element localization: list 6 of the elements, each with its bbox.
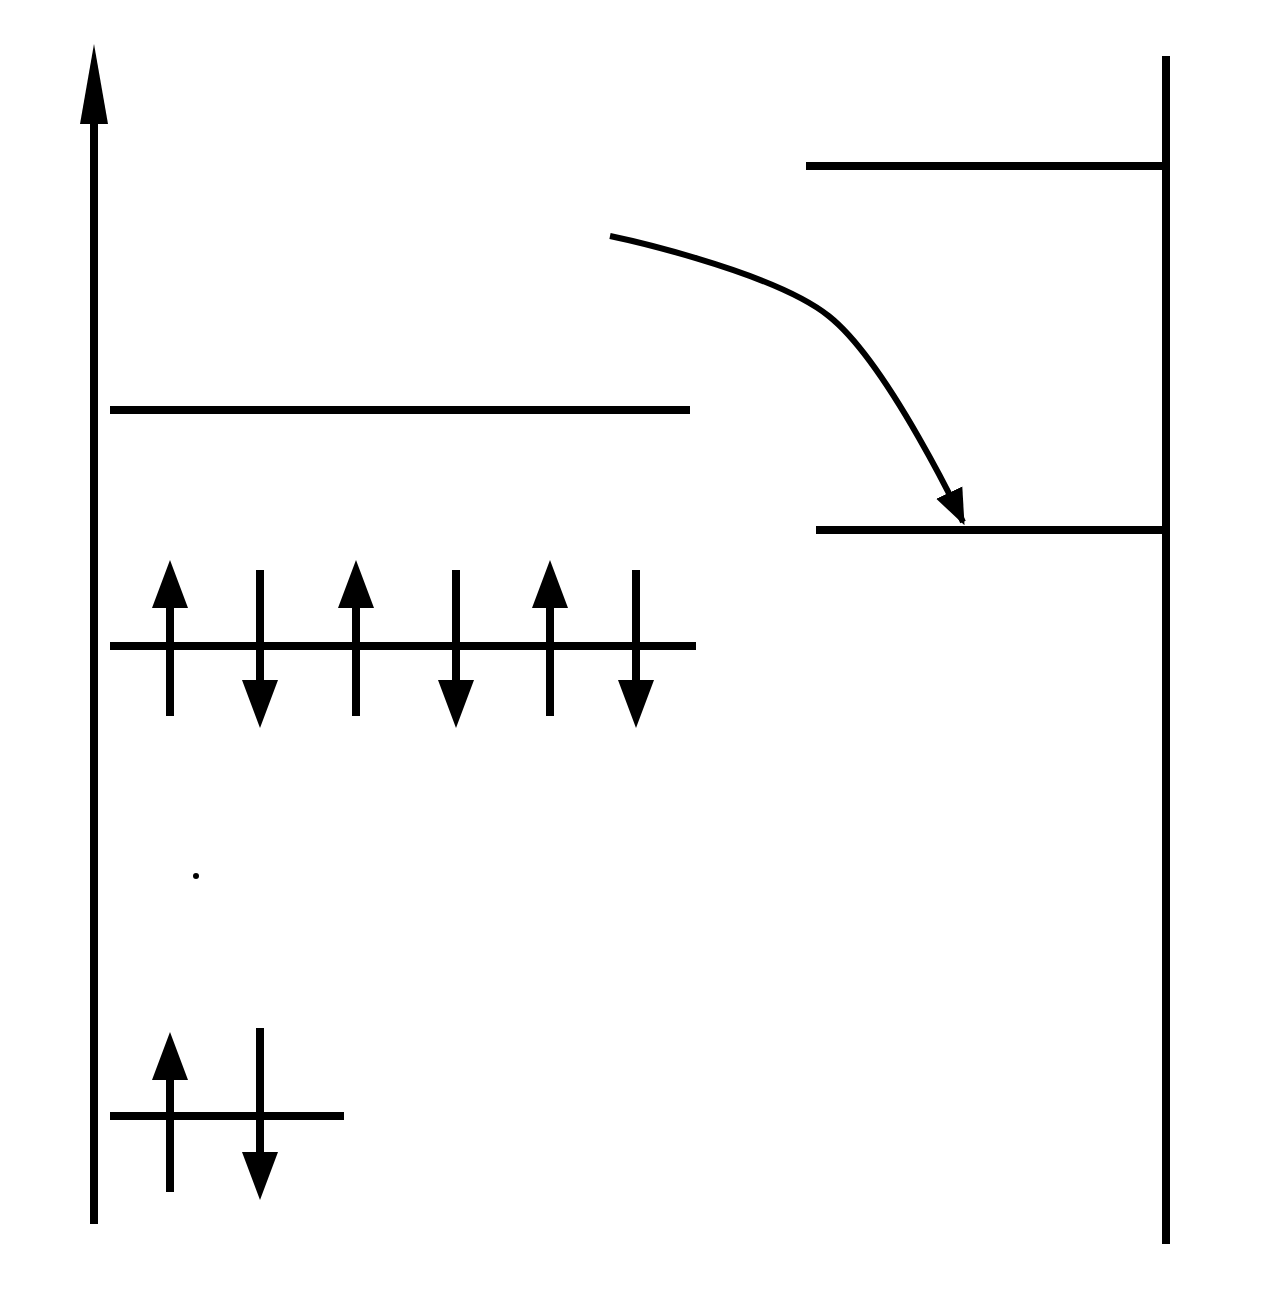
energy-level — [806, 162, 1166, 170]
energy-level — [816, 526, 1166, 534]
energy-level — [110, 642, 696, 650]
energy-level — [110, 406, 690, 414]
curved-arrow — [609, 233, 966, 526]
energy-level — [110, 1112, 344, 1120]
